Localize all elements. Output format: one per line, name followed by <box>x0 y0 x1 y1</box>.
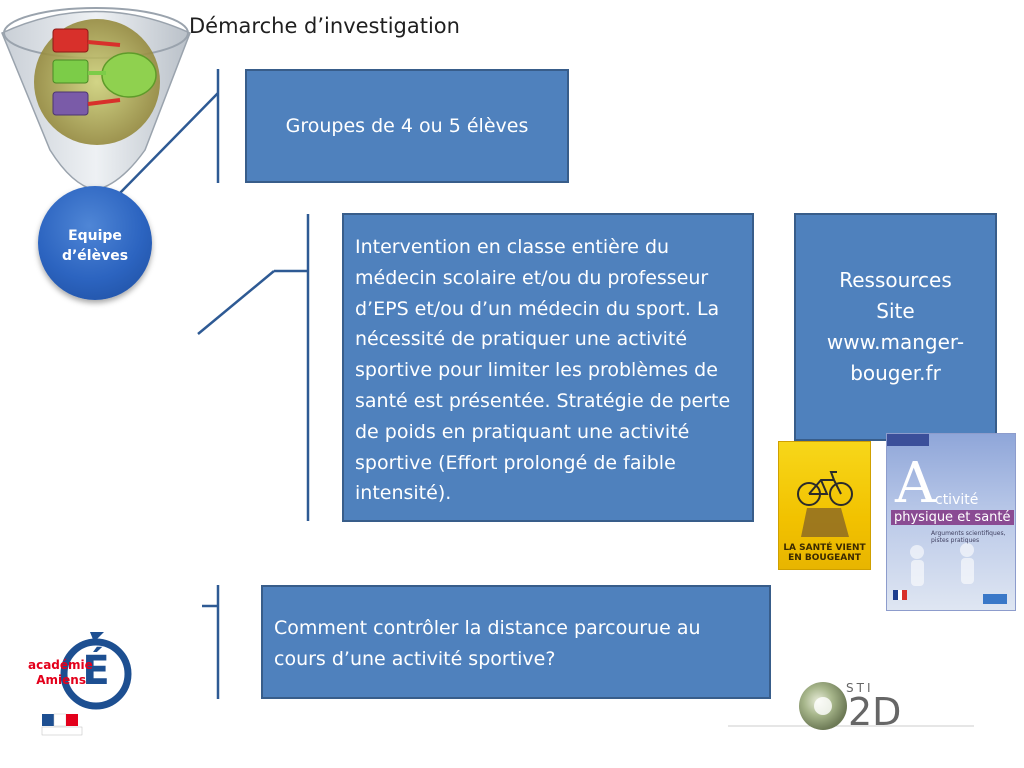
resources-label: Ressources <box>839 268 952 292</box>
resources-box: Ressources Site www.manger- bouger.fr <box>794 213 997 441</box>
intervention-box: Intervention en classe entière du médeci… <box>342 213 754 522</box>
academie-letter: É <box>82 648 110 694</box>
book-blue-tagline: Arguments scientifiques, pistes pratique… <box>931 530 1006 544</box>
question-box: Comment contrôler la distance parcourue … <box>261 585 771 699</box>
book-blue-subtitle: physique et santé <box>891 510 1014 525</box>
resources-url-part1: www.manger- <box>826 330 965 354</box>
groups-box: Groupes de 4 ou 5 élèves <box>245 69 569 183</box>
runners-photo-icon <box>893 543 1007 604</box>
page-title: Démarche d’investigation <box>189 14 460 38</box>
sti-label: STI <box>846 681 874 695</box>
sti2d-logo-icon <box>728 682 974 730</box>
academie-city: Amiens <box>36 673 86 687</box>
resources-url-part2: bouger.fr <box>850 361 941 385</box>
book-cover-sante: LA SANTÉ VIENT EN BOUGEANT <box>778 441 871 570</box>
resources-site-label: Site <box>876 299 915 323</box>
2d-label: 2D <box>848 690 902 734</box>
team-circle: Equipe d’élèves <box>38 186 152 300</box>
team-label-line2: d’élèves <box>61 248 129 264</box>
bicycle-icon <box>797 471 853 537</box>
book-yellow-title: LA SANTÉ VIENT EN BOUGEANT <box>783 543 866 563</box>
academie-amiens-logo: É académie Amiens <box>28 630 134 742</box>
team-label-line1: Equipe <box>68 228 122 244</box>
book-blue-title-rest: ctivité <box>935 492 979 508</box>
academie-emblem-icon <box>41 632 132 736</box>
academie-label: académie <box>28 658 93 672</box>
book-cover-activite-physique: A ctivité physique et santé Arguments sc… <box>886 433 1016 611</box>
funnel-icon <box>1 7 191 191</box>
book-blue-initial: A <box>895 451 936 516</box>
